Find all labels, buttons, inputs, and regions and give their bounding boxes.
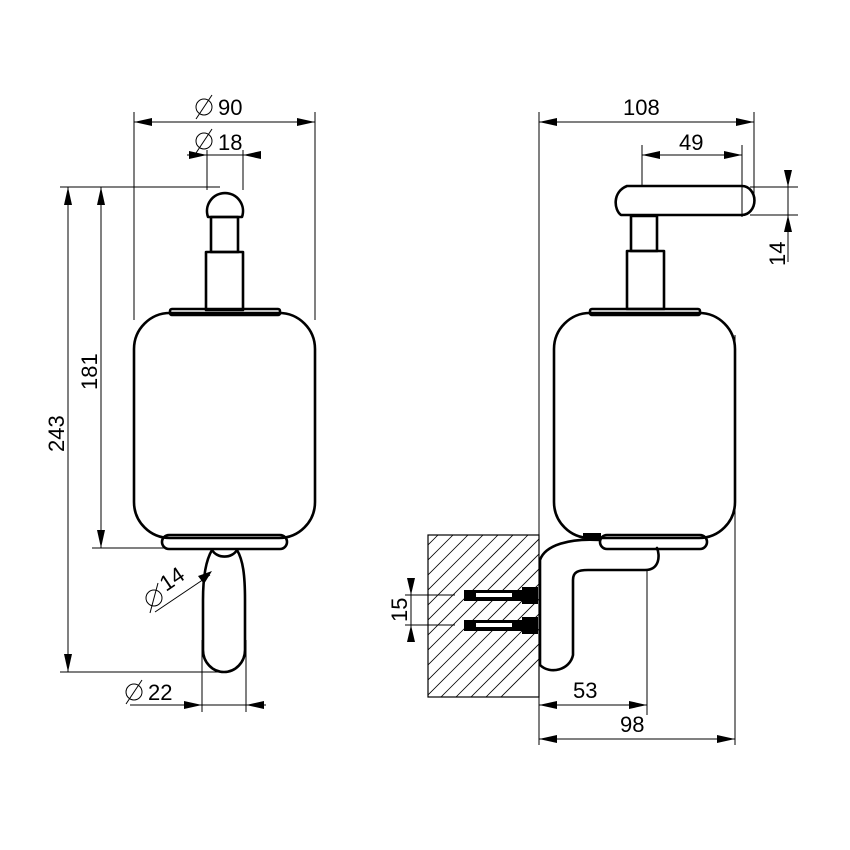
wall-anchors: [464, 587, 538, 634]
pump-head: [614, 184, 756, 217]
dim-bracket-depth: 53: [573, 678, 597, 703]
svg-text:18: 18: [218, 130, 242, 155]
spout: [201, 548, 247, 674]
dim-overall-depth: 108: [623, 95, 660, 120]
knob: [205, 191, 245, 219]
dim-total-height: 243: [44, 415, 69, 452]
svg-text:22: 22: [148, 680, 172, 705]
bottle-body-side: [552, 311, 737, 540]
svg-text:90: 90: [218, 95, 242, 120]
dim-spout-diameter: 22: [125, 679, 172, 705]
wall-bracket: [538, 538, 660, 672]
dim-body-diameter: 90: [195, 94, 242, 120]
side-view: 15 108 49 14: [387, 95, 798, 745]
front-view: 90 18 243 181: [44, 94, 317, 712]
dim-knob-diameter: 18: [195, 128, 242, 155]
bottle-body: [132, 311, 317, 540]
dim-body-height: 181: [77, 353, 102, 390]
dim-screw-spacing: 15: [387, 598, 412, 622]
svg-text:14: 14: [155, 562, 189, 596]
dim-pump-head-length: 49: [679, 130, 703, 155]
dim-pump-head-thickness: 14: [765, 242, 790, 266]
dim-wall-to-front: 98: [620, 712, 644, 737]
